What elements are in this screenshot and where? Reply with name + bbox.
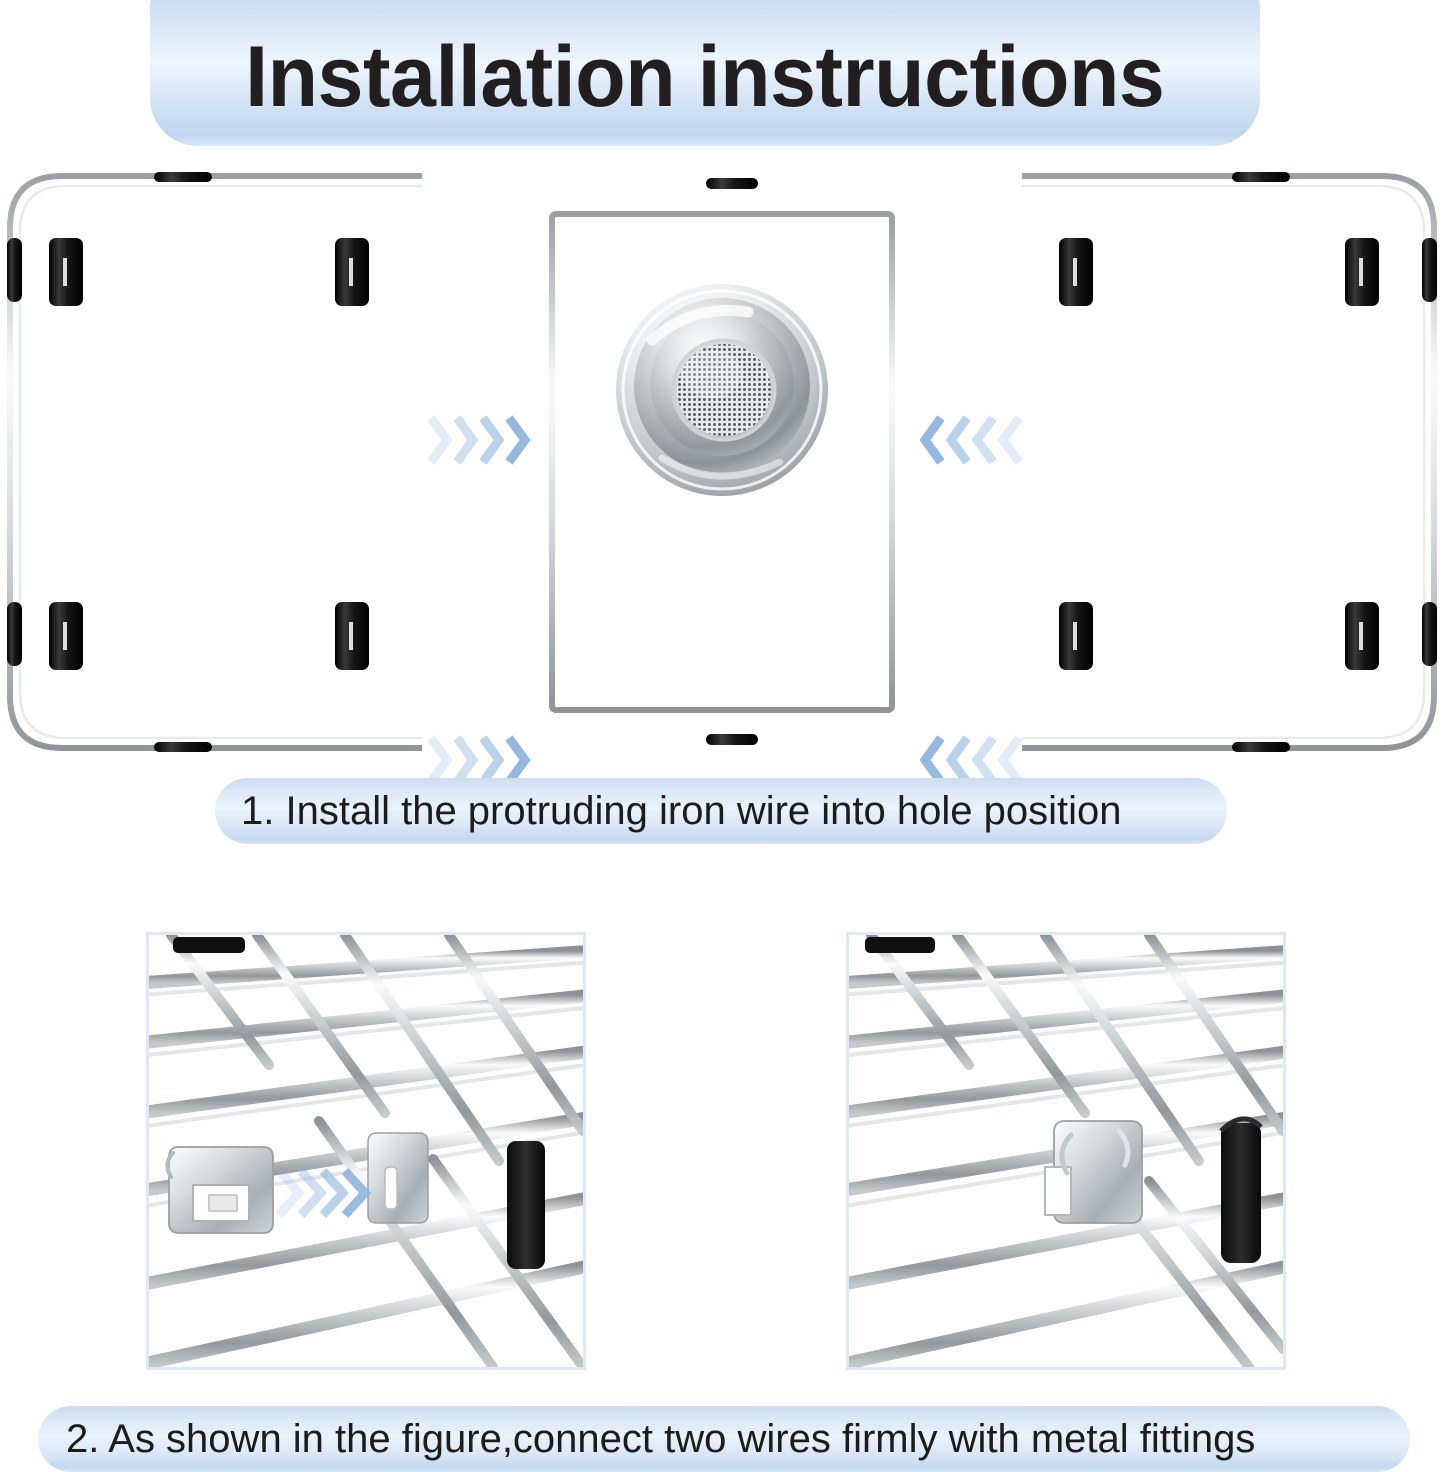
rubber-foot	[1219, 1116, 1263, 1263]
grid-foot-upper-edge	[7, 238, 22, 302]
grid-foot-upper-edge	[1422, 238, 1437, 302]
grid-foot-lower-edge	[7, 602, 22, 666]
arrow-top-left	[428, 408, 532, 472]
metal-fitting-clip	[165, 1146, 274, 1234]
drain-strainer	[616, 284, 828, 496]
grid-clip-bottom-right	[1345, 602, 1379, 670]
metal-fitting-after-photo	[846, 932, 1286, 1370]
arrow-bottom-right	[918, 728, 1022, 792]
grid-clip-top-right	[335, 238, 369, 306]
grid-clip-top-left	[49, 238, 83, 306]
arrow-bottom-left	[428, 728, 532, 792]
grid-foot-top	[154, 172, 212, 182]
grid-foot-bottom	[1232, 742, 1290, 752]
page-title-banner: Installation instructions	[150, 0, 1260, 146]
metal-fitting-before-photo	[146, 932, 586, 1370]
grid-foot-lower-edge	[1422, 602, 1437, 666]
grid-clip-top-left	[1059, 238, 1093, 306]
rubber-foot	[507, 1141, 545, 1269]
grid-clip-bottom-right	[335, 602, 369, 670]
page-title: Installation instructions	[245, 29, 1165, 125]
right-sink-grid	[1022, 162, 1442, 762]
grid-clip-top-right	[1345, 238, 1379, 306]
grid-foot-bottom	[154, 742, 212, 752]
step-1-diagram	[0, 162, 1445, 785]
grid-clip-bottom-left	[1059, 602, 1093, 670]
grid-foot-top	[1232, 172, 1290, 182]
metal-fitting-target	[367, 1132, 429, 1224]
step-1-caption-banner: 1. Install the protruding iron wire into…	[215, 778, 1227, 844]
photo-arrow-right	[275, 1167, 372, 1219]
step-2-caption-text: 2. As shown in the figure,connect two wi…	[66, 1417, 1256, 1461]
grid-foot-top-center	[706, 178, 758, 189]
grid-clip-bottom-left	[49, 602, 83, 670]
center-sink-grid-with-strainer	[512, 162, 932, 762]
arrow-top-right	[918, 408, 1022, 472]
grid-foot-bottom-center	[706, 734, 758, 745]
left-sink-grid	[2, 162, 422, 762]
step-1-caption-text: 1. Install the protruding iron wire into…	[241, 789, 1122, 833]
metal-fitting-engaged	[1044, 1120, 1143, 1224]
step-2-caption-banner: 2. As shown in the figure,connect two wi…	[38, 1406, 1410, 1472]
